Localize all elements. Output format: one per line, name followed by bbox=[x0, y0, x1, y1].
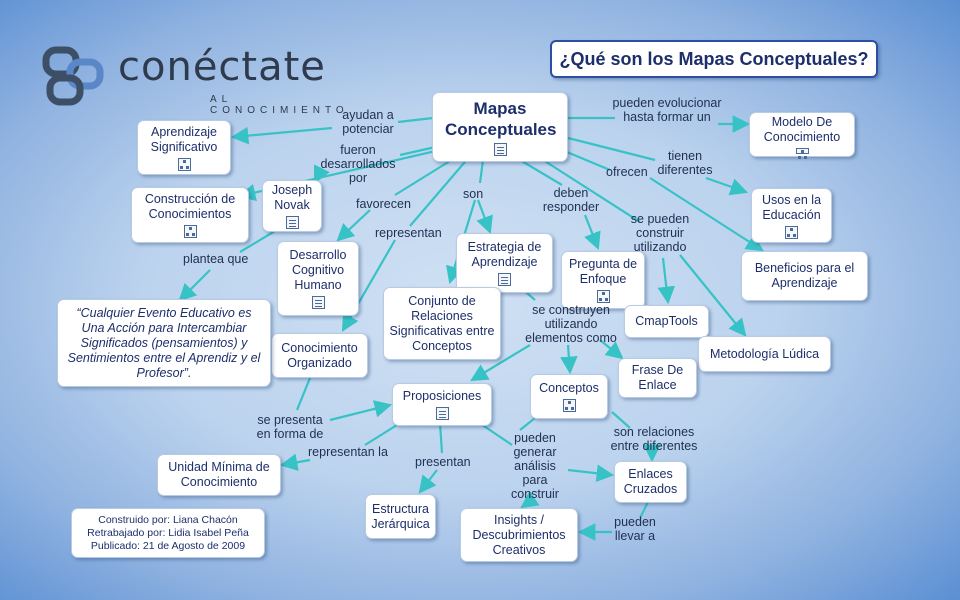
node-conceptos[interactable]: Conceptos bbox=[530, 374, 608, 419]
node-desarrollo-cognitivo[interactable]: Desarrollo Cognitivo Humano bbox=[277, 241, 359, 316]
link-pueden-generar: pueden generar análisis para construir bbox=[511, 431, 559, 501]
link-plantea: plantea que bbox=[183, 252, 249, 266]
node-aprendizaje-significativo[interactable]: Aprendizaje Significativo bbox=[137, 120, 231, 175]
concept-map-icon[interactable] bbox=[177, 157, 191, 171]
node-enlaces-cruzados[interactable]: Enlaces Cruzados bbox=[614, 461, 687, 503]
node-label: CmapTools bbox=[635, 314, 698, 328]
link-deben: deben responder bbox=[542, 186, 600, 214]
concept-map-icon[interactable] bbox=[183, 225, 197, 238]
link-favorecen: favorecen bbox=[356, 197, 411, 211]
link-son-relaciones: son relaciones entre diferentes bbox=[610, 425, 698, 453]
concept-map-icon[interactable] bbox=[562, 399, 576, 412]
link-son: son bbox=[463, 187, 484, 201]
credits-reworked: Retrabajado por: Lidia Isabel Peña bbox=[87, 526, 249, 539]
node-label: Conceptos bbox=[539, 381, 599, 395]
node-conocimiento-organizado[interactable]: Conocimiento Organizado bbox=[271, 333, 368, 378]
concept-map-icon[interactable] bbox=[596, 290, 610, 303]
node-label: Frase De Enlace bbox=[631, 363, 684, 392]
node-cmaptools[interactable]: CmapTools bbox=[624, 305, 709, 338]
link-presentan: presentan bbox=[415, 455, 471, 469]
credits-published: Publicado: 21 de Agosto de 2009 bbox=[90, 539, 246, 552]
link-se-presenta: se presenta en forma de bbox=[256, 413, 324, 441]
link-pueden-evolucionar: pueden evolucionar hasta formar un bbox=[612, 96, 722, 124]
concept-map-icon[interactable] bbox=[795, 148, 809, 154]
node-label: Aprendizaje Significativo bbox=[150, 124, 218, 154]
link-ayudan: ayudan a potenciar bbox=[342, 108, 394, 136]
node-label: Pregunta de Enfoque bbox=[568, 257, 638, 286]
node-insights[interactable]: Insights / Descubrimientos Creativos bbox=[460, 508, 578, 562]
node-label: Mapas Conceptuales bbox=[445, 99, 557, 139]
quote-text: “Cualquier Evento Educativo es Una Acció… bbox=[67, 305, 261, 380]
node-label: Joseph Novak bbox=[271, 183, 313, 212]
node-label: Modelo De Conocimiento bbox=[763, 115, 841, 144]
link-representan: representan bbox=[375, 226, 442, 240]
node-label: Metodología Lúdica bbox=[709, 346, 820, 361]
node-label: Conocimiento Organizado bbox=[281, 340, 358, 370]
node-usos-educacion[interactable]: Usos en la Educación bbox=[751, 188, 832, 243]
document-icon[interactable] bbox=[311, 296, 325, 309]
node-label: Unidad Mínima de Conocimiento bbox=[168, 460, 270, 489]
node-joseph-novak[interactable]: Joseph Novak bbox=[262, 180, 322, 232]
logo-wordmark: conéctate bbox=[118, 44, 326, 90]
node-construccion-conocimientos[interactable]: Construcción de Conocimientos bbox=[131, 187, 249, 243]
link-ofrecen: ofrecen bbox=[606, 165, 648, 179]
node-label: Estructura Jerárquica bbox=[371, 501, 430, 531]
node-label: Conjunto de Relaciones Significativas en… bbox=[389, 293, 495, 353]
node-estrategia-aprendizaje[interactable]: Estrategia de Aprendizaje bbox=[456, 233, 553, 293]
node-estructura-jerarquica[interactable]: Estructura Jerárquica bbox=[365, 494, 436, 539]
document-icon[interactable] bbox=[498, 273, 511, 286]
conectate-logo: conéctate AL CONOCIMIENTO bbox=[40, 40, 370, 116]
node-modelo-conocimiento[interactable]: Modelo De Conocimiento bbox=[749, 112, 855, 157]
document-icon[interactable] bbox=[435, 407, 449, 420]
concept-map-icon[interactable] bbox=[785, 225, 798, 239]
document-icon[interactable] bbox=[285, 216, 299, 229]
node-pregunta-enfoque[interactable]: Pregunta de Enfoque bbox=[561, 251, 645, 309]
credits-box: Construido por: Liana Chacón Retrabajado… bbox=[71, 508, 265, 558]
node-frase-enlace[interactable]: Frase De Enlace bbox=[618, 358, 697, 398]
node-label: Estrategia de Aprendizaje bbox=[467, 240, 542, 269]
node-mapas-conceptuales[interactable]: Mapas Conceptuales bbox=[432, 92, 568, 162]
link-tienen: tienen diferentes bbox=[657, 149, 713, 177]
page-title: ¿Qué son los Mapas Conceptuales? bbox=[550, 40, 878, 78]
node-novak-quote[interactable]: “Cualquier Evento Educativo es Una Acció… bbox=[57, 299, 271, 387]
chain-link-logo-icon bbox=[42, 46, 104, 106]
node-unidad-minima[interactable]: Unidad Mínima de Conocimiento bbox=[157, 454, 281, 496]
link-se-pueden: se pueden construir utilizando bbox=[630, 212, 690, 254]
link-representan-la: representan la bbox=[308, 445, 388, 459]
node-label: Enlaces Cruzados bbox=[623, 467, 678, 496]
node-label: Beneficios para el Aprendizaje bbox=[754, 261, 855, 290]
node-beneficios-aprendizaje[interactable]: Beneficios para el Aprendizaje bbox=[741, 251, 868, 301]
link-pueden-llevar: pueden llevar a bbox=[614, 515, 656, 543]
link-se-construyen: se construyen utilizando elementos como bbox=[525, 303, 617, 345]
node-proposiciones[interactable]: Proposiciones bbox=[392, 383, 492, 426]
logo-tagline: AL CONOCIMIENTO bbox=[210, 94, 349, 116]
link-fueron: fueron desarrollados por bbox=[320, 143, 396, 185]
credits-author: Construido por: Liana Chacón bbox=[98, 513, 238, 526]
node-conjunto-relaciones[interactable]: Conjunto de Relaciones Significativas en… bbox=[383, 287, 501, 360]
node-metodologia-ludica[interactable]: Metodología Lúdica bbox=[698, 336, 831, 372]
node-label: Proposiciones bbox=[402, 389, 482, 403]
node-label: Desarrollo Cognitivo Humano bbox=[289, 248, 347, 292]
node-label: Construcción de Conocimientos bbox=[144, 192, 236, 221]
node-label: Insights / Descubrimientos Creativos bbox=[472, 512, 566, 557]
document-icon[interactable] bbox=[493, 143, 507, 156]
node-label: Usos en la Educación bbox=[761, 192, 822, 222]
